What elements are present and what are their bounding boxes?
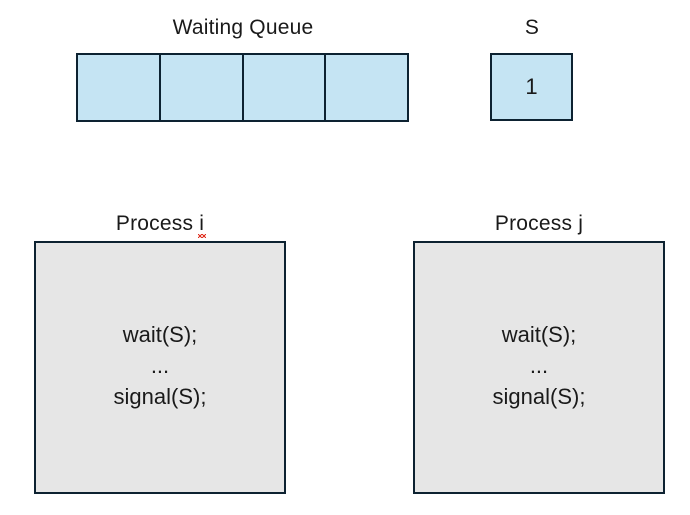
waiting-queue-label: Waiting Queue (172, 16, 314, 39)
process-j-label: Process j (494, 212, 584, 235)
process-i-code: wait(S); ... signal(S); (114, 319, 207, 412)
waiting-queue-cell[interactable] (160, 55, 244, 120)
semaphore-label: S (524, 16, 540, 39)
semaphore-box: 1 (490, 53, 573, 121)
waiting-queue-cell[interactable] (78, 55, 161, 120)
process-j-code: wait(S); ... signal(S); (493, 319, 586, 412)
process-i-box: wait(S); ... signal(S); (34, 241, 286, 494)
code-line-ellipsis: ... (150, 353, 170, 378)
code-line-signal: signal(S); (492, 384, 586, 409)
code-line-wait: wait(S); (122, 322, 198, 347)
waiting-queue-box (76, 53, 409, 122)
waiting-queue-cell[interactable] (326, 55, 407, 120)
code-line-wait: wait(S); (501, 322, 577, 347)
process-i-label-suffix: i (198, 212, 206, 238)
code-line-signal: signal(S); (113, 384, 207, 409)
code-line-ellipsis: ... (529, 353, 549, 378)
process-i-label-prefix: Process (115, 212, 200, 235)
semaphore-value: 1 (525, 74, 538, 99)
waiting-queue-cell[interactable] (243, 55, 327, 120)
process-j-box: wait(S); ... signal(S); (413, 241, 665, 494)
process-i-label: Process i (80, 211, 240, 238)
